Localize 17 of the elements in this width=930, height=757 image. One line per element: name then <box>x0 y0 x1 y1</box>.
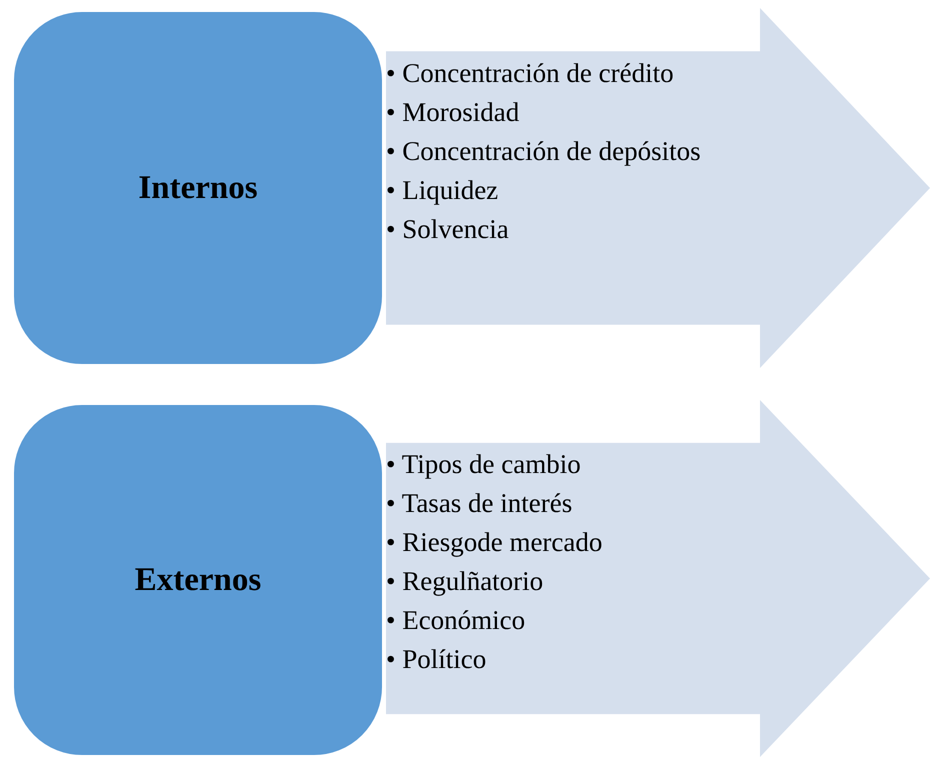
rounded-box <box>12 403 384 757</box>
bullet-item: • Político <box>386 643 488 676</box>
box-heading: Externos <box>134 562 262 598</box>
bullet-item: • Liquidez <box>386 174 500 207</box>
bullet-item: • Tipos de cambio <box>386 448 582 481</box>
bullet-item: • Morosidad <box>386 96 520 129</box>
bullet-item: • Concentración de crédito <box>386 57 675 90</box>
bullet-item: • Tasas de interés <box>386 487 574 520</box>
bullet-item: • Solvencia <box>386 213 510 246</box>
bullet-item: • Regulñatorio <box>386 565 544 598</box>
arrow-shape <box>386 400 930 757</box>
bullet-item: • Concentración de depósitos <box>386 135 701 168</box>
bullet-item: • Económico <box>386 604 526 637</box>
arrow-shape <box>386 8 930 368</box>
bullet-item: • Riesgode mercado <box>386 526 602 559</box>
rounded-box <box>12 10 384 366</box>
box-heading: Internos <box>138 170 258 206</box>
